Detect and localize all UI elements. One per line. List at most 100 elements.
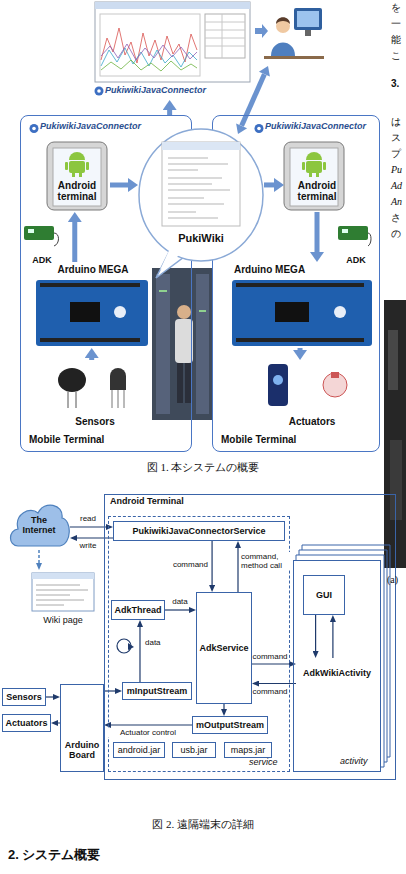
node-text: AdkThread	[114, 605, 161, 615]
edge-label: write	[72, 541, 104, 550]
phone-icon	[323, 162, 326, 170]
chart-screenshot	[205, 22, 245, 23]
server-room-photo	[199, 310, 206, 312]
node-text: AdkService	[199, 643, 248, 653]
server-room-photo	[152, 268, 212, 420]
wiki-page-icon: Wiki page	[26, 570, 100, 630]
server-room-photo	[156, 274, 170, 414]
chart-screenshot	[205, 38, 245, 39]
actuator-icon	[268, 364, 347, 406]
adk-icon	[338, 226, 371, 246]
board-icon: Arduino MEGA	[232, 262, 372, 348]
phone-icon	[306, 161, 322, 173]
arduino-board	[236, 283, 364, 287]
phone-icon	[309, 173, 312, 177]
server-room-photo	[185, 363, 191, 403]
text-fragment: ス	[391, 132, 405, 144]
node-text: mInputStream	[127, 686, 188, 696]
section-heading: 2. システム概要	[8, 848, 258, 863]
text-fragment: 3.	[391, 78, 405, 90]
edge-label: read	[74, 514, 102, 523]
photo-fragment	[384, 300, 406, 568]
connector	[111, 724, 192, 725]
process-box: AdkThread	[111, 600, 165, 620]
phone-icon	[47, 142, 107, 210]
wiki-screenshot	[168, 164, 228, 165]
edge-label: command, method call	[241, 552, 290, 570]
adk-icon	[342, 229, 348, 233]
wiki-screenshot	[168, 170, 198, 171]
wiki-screenshot	[162, 142, 240, 226]
node-text: ADK	[22, 256, 62, 266]
node-text: PukiwikiJavaConnectorService	[132, 526, 265, 536]
edge-label: data	[165, 597, 195, 606]
phone-icon: Android terminal	[44, 140, 110, 212]
user-icon	[305, 30, 311, 36]
user-icon	[264, 56, 324, 59]
chart-screenshot	[205, 46, 245, 47]
wiki-screenshot	[168, 158, 208, 159]
node-text: Android terminal	[288, 180, 346, 202]
phone-icon	[72, 173, 75, 177]
adk-icon	[24, 226, 54, 240]
figure-caption: 図 1. 本システムの概要	[60, 461, 346, 474]
node-text: Arduino MEGA	[36, 264, 150, 275]
logo-icon	[32, 127, 36, 131]
wiki-screenshot	[168, 212, 196, 213]
text-fragment: 能	[391, 34, 405, 46]
sensor-icon	[110, 368, 126, 390]
connector	[211, 541, 212, 585]
chart-screenshot	[205, 30, 245, 31]
text-fragment: さ	[391, 212, 405, 224]
text-fragment: Pu	[391, 164, 405, 176]
node-text: service	[249, 758, 287, 768]
photo-fragment	[384, 300, 406, 568]
text-fragment: は	[391, 116, 405, 128]
bubble-outline	[160, 244, 186, 270]
stacked-pages	[302, 545, 390, 757]
text-fragment: プ	[391, 148, 405, 160]
actuator-icon: Actuators	[252, 360, 372, 432]
connector	[104, 690, 115, 691]
connector	[237, 548, 238, 592]
edge-label: data	[145, 638, 171, 647]
connector	[38, 550, 40, 563]
phone-icon: Android terminal	[284, 140, 350, 212]
user-icon	[294, 8, 322, 30]
sensor-icon	[112, 390, 113, 408]
phone-icon	[86, 162, 89, 170]
sensor-icon: Sensors	[40, 360, 150, 432]
server-room-photo	[159, 290, 167, 292]
logo-icon	[257, 127, 261, 131]
text-fragment: の	[391, 228, 405, 240]
logo-label: PukiwikiJavaConnector	[27, 121, 177, 136]
logo-icon	[255, 124, 264, 133]
chart-screenshot	[101, 44, 197, 60]
bubble-outline	[139, 129, 263, 261]
wiki-screenshot	[36, 605, 64, 606]
loop-icon	[128, 643, 134, 650]
logo-icon	[30, 87, 264, 134]
arduino-board	[114, 306, 126, 318]
chart-screenshot	[205, 14, 245, 58]
node-text: Actuators	[252, 416, 372, 427]
block-arrow	[236, 123, 247, 134]
connector	[252, 663, 289, 664]
adk-icon: ADK	[336, 222, 376, 270]
process-box: PukiwikiJavaConnectorService	[113, 521, 285, 541]
wiki-screenshot	[36, 590, 88, 591]
arduino-board	[40, 338, 140, 342]
connector	[332, 622, 333, 658]
wiki-screenshot	[168, 204, 224, 205]
arduino-board	[236, 338, 364, 342]
adk-icon	[338, 226, 368, 240]
node-text: The Internet	[19, 516, 59, 536]
arduino-board	[36, 280, 148, 346]
chart-screenshot	[95, 2, 250, 82]
user-icon	[271, 43, 295, 57]
process-box: GUI	[303, 575, 345, 615]
connector	[70, 526, 106, 527]
wiki-screenshot	[36, 595, 70, 596]
node-text: Actuators	[5, 718, 47, 728]
connector	[46, 696, 53, 697]
